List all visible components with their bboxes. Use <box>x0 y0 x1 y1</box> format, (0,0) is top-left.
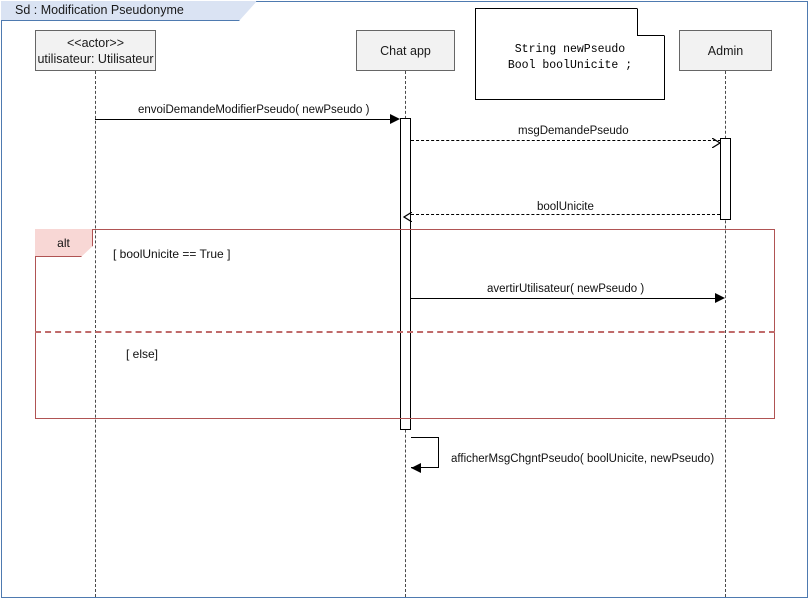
note-fold-corner-icon <box>637 8 665 36</box>
participant-admin[interactable]: Admin <box>679 30 772 71</box>
message-arrowhead-m3 <box>402 209 413 223</box>
message-label-m1: envoiDemandeModifierPseudo( newPseudo ) <box>138 104 370 116</box>
message-line-m2 <box>411 140 721 141</box>
participant-utilisateur-stereotype: <<actor>> <box>67 35 124 50</box>
note-line-2: Bool boolUnicite ; <box>507 59 633 72</box>
message-arrowhead-m2 <box>711 135 722 149</box>
participant-utilisateur-label: utilisateur: Utilisateur <box>37 51 154 66</box>
message-line-m4 <box>411 298 716 299</box>
participant-admin-label: Admin <box>707 43 744 58</box>
self-message-loop-m5 <box>411 437 439 468</box>
lifeline-admin <box>725 71 726 597</box>
message-label-m5: afficherMsgChgntPseudo( boolUnicite, new… <box>451 453 715 465</box>
alt-fragment-operator-tag: alt <box>35 229 93 257</box>
page-title: Sd : Modification Pseudonyme <box>15 3 184 17</box>
message-line-m1 <box>95 119 391 120</box>
participant-chatapp[interactable]: Chat app <box>356 30 455 71</box>
alt-fragment-guard-1: [ boolUnicite == True ] <box>113 247 231 261</box>
activation-bar-chatapp <box>400 118 411 430</box>
diagram-title-tab: Sd : Modification Pseudonyme <box>1 1 257 21</box>
alt-fragment-divider <box>35 331 775 333</box>
alt-fragment-guard-2: [ else] <box>126 347 159 361</box>
message-label-m2: msgDemandePseudo <box>518 125 629 137</box>
alt-fragment-operator-label: alt <box>57 235 70 250</box>
note-declarations[interactable]: String newPseudo Bool boolUnicite ; <box>475 8 665 100</box>
lifeline-utilisateur <box>95 71 96 597</box>
message-arrowhead-m4 <box>715 293 725 303</box>
activation-bar-admin <box>720 138 731 220</box>
participant-utilisateur[interactable]: <<actor>> utilisateur: Utilisateur <box>35 30 156 71</box>
participant-chatapp-label: Chat app <box>380 43 431 58</box>
message-arrowhead-m5 <box>411 463 421 473</box>
message-label-m3: boolUnicite <box>537 201 594 213</box>
message-line-m3 <box>411 214 720 215</box>
message-arrowhead-m1 <box>390 114 400 124</box>
message-label-m4: avertirUtilisateur( newPseudo ) <box>487 283 645 295</box>
note-body <box>475 8 665 100</box>
note-line-1: String newPseudo <box>514 43 626 56</box>
alt-fragment[interactable] <box>35 229 775 419</box>
